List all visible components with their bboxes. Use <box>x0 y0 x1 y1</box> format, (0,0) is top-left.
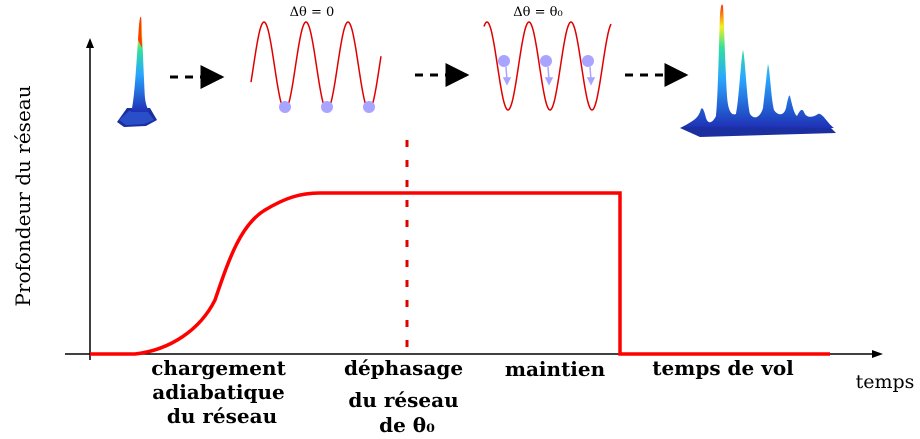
atom <box>540 55 552 67</box>
phase-hold-label: maintien <box>505 357 606 381</box>
inset-before-label: Δθ = 0 <box>290 5 335 20</box>
phase-tof-label: temps de vol <box>652 356 794 380</box>
phase-shift-label: déphasage du réseau de θ₀ <box>344 356 470 437</box>
lattice-potential-after <box>483 21 612 111</box>
atom <box>363 101 375 113</box>
inset-after-label: Δθ = θ₀ <box>513 5 562 20</box>
atom <box>498 55 510 67</box>
atom <box>582 55 594 67</box>
lattice-depth-curve <box>90 191 830 356</box>
lattice-before-inset: Δθ = 0 <box>250 5 382 113</box>
lattice-after-inset: Δθ = θ₀ <box>483 5 612 111</box>
lattice-potential-before <box>250 21 382 111</box>
y-axis <box>86 38 94 360</box>
phase-loading-label: chargement adiabatique du réseau <box>151 356 293 428</box>
y-axis-label: Profondeur du réseau <box>11 85 35 306</box>
atom-motion-arrows <box>502 66 596 86</box>
atom <box>321 101 333 113</box>
atom <box>279 101 291 113</box>
x-axis-label: temps <box>856 371 915 393</box>
initial-cloud-image <box>117 16 157 127</box>
tof-interference-image <box>680 4 836 137</box>
